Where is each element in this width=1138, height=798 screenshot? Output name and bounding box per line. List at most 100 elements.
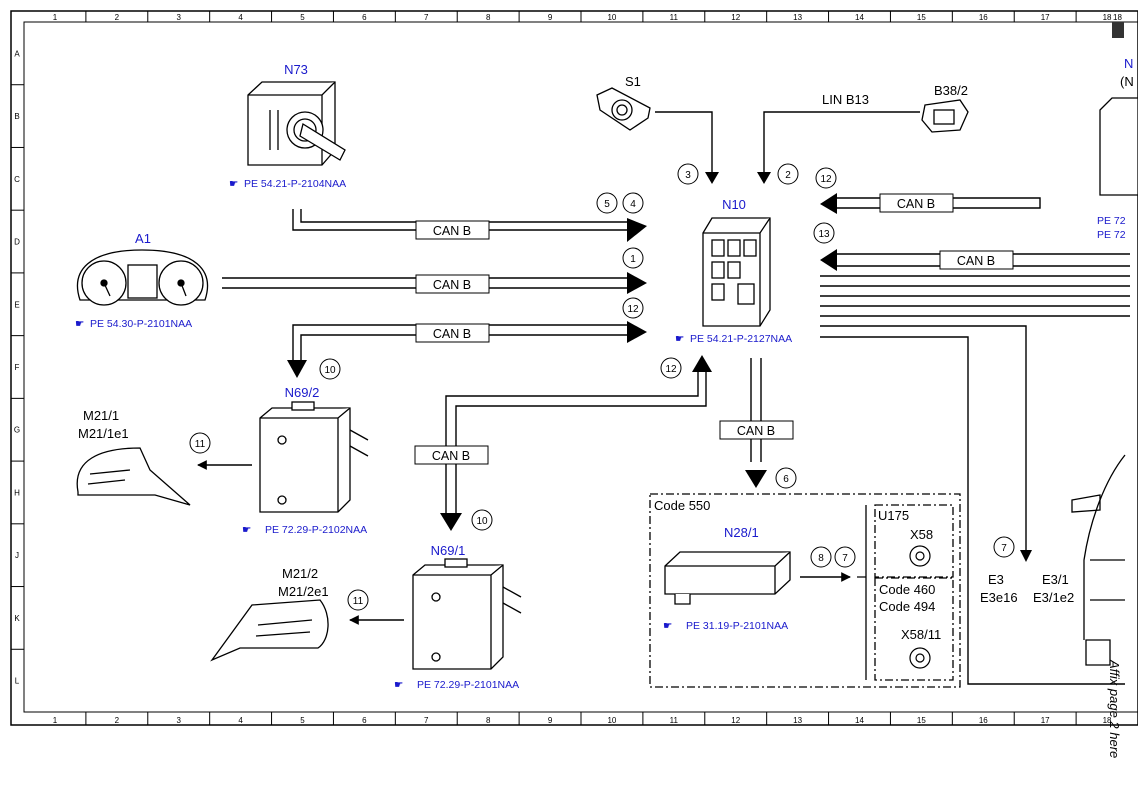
grid-col-label: 10 <box>607 716 616 725</box>
callouts: 3 2 12 5 4 13 1 12 10 12 11 6 10 7 8 7 1… <box>189 163 1015 611</box>
svg-text:5: 5 <box>604 199 610 210</box>
grid-col-label: 3 <box>176 13 181 22</box>
svg-text:8: 8 <box>818 553 824 564</box>
grid-row-label: F <box>15 363 20 372</box>
n10-ref: PE 54.21-P-2127NAA <box>690 333 792 345</box>
callout-11-low: 11 <box>347 589 369 611</box>
callout-7: 7 <box>834 546 856 568</box>
grid-col-label: 7 <box>424 716 429 725</box>
code-494-label: Code 494 <box>879 599 935 614</box>
can-b-labels: CAN B CAN B CAN B CAN B CAN B CAN B CAN … <box>414 92 1014 465</box>
e3-1-line2: E3/1e2 <box>1033 590 1074 605</box>
callout-10-top: 10 <box>319 358 341 380</box>
n69-1-module: N69/1 PE 72.29-P-2101NAA ☛ <box>394 543 522 691</box>
hand-icon-n28-1: ☛ <box>663 620 672 632</box>
x58-11-label: X58/11 <box>901 627 941 642</box>
grid-row-label: G <box>14 426 20 435</box>
grid-col-label: 4 <box>238 716 243 725</box>
grid-row-label: H <box>14 488 20 497</box>
grid-col-label: 11 <box>670 13 679 22</box>
e3-line1: E3 <box>988 572 1004 587</box>
vehicle-front-icon <box>1071 454 1126 666</box>
grid-col-label: 9 <box>548 716 553 725</box>
right-module-label: N <box>1124 56 1133 71</box>
grid-row-label: J <box>15 551 19 560</box>
callout-12-top: 12 <box>815 167 837 189</box>
can-b-label-right-mid: CAN B <box>939 250 1014 270</box>
can-b-label-right-top: CAN B <box>879 193 954 213</box>
callout-7-right: 7 <box>993 536 1015 558</box>
m21-2-line2: M21/2e1 <box>278 584 329 599</box>
x58-label: X58 <box>910 527 933 542</box>
hand-icon-n69-1: ☛ <box>394 679 403 691</box>
grid-col-label: 3 <box>176 716 181 725</box>
grid-col-label: 17 <box>1041 13 1050 22</box>
u175-label: U175 <box>878 508 909 523</box>
n69-2-label: N69/2 <box>285 385 320 400</box>
grid-col-label: 5 <box>300 716 305 725</box>
svg-text:2: 2 <box>785 170 791 181</box>
svg-text:10: 10 <box>324 365 336 376</box>
s1-switch: S1 <box>596 74 651 131</box>
affix-note: Affix page 2 here <box>1107 659 1122 758</box>
grid-col-label: 2 <box>115 13 120 22</box>
hand-icon-n73: ☛ <box>229 178 238 190</box>
callout-1: 1 <box>622 247 644 269</box>
grid-col-label: 17 <box>1041 716 1050 725</box>
lin-b13-label: LIN B13 <box>822 92 869 107</box>
svg-text:CAN B: CAN B <box>433 327 471 341</box>
grid-row-label: C <box>14 175 20 184</box>
grid-col-label: 1 <box>53 13 58 22</box>
svg-text:3: 3 <box>685 170 691 181</box>
m21-1-line2: M21/1e1 <box>78 426 129 441</box>
code-550-group: Code 550 N28/1 PE 31.19-P-2101NAA ☛ U175… <box>649 493 961 688</box>
grid-columns: 1122334455667788991010111112121313141415… <box>53 11 1112 725</box>
svg-text:11: 11 <box>195 439 206 450</box>
svg-text:CAN B: CAN B <box>957 254 995 268</box>
grid-col-label: 5 <box>300 13 305 22</box>
svg-text:CAN B: CAN B <box>897 197 935 211</box>
svg-text:4: 4 <box>630 199 636 210</box>
hand-icon-n69-2: ☛ <box>242 524 251 536</box>
wires <box>197 111 1130 685</box>
x58-connector-icon <box>909 545 931 567</box>
callout-10-low: 10 <box>471 509 493 531</box>
callout-12-mid: 12 <box>622 297 644 319</box>
grid-row-label: E <box>14 300 19 309</box>
x58-11-connector-icon <box>909 647 931 669</box>
svg-text:11: 11 <box>353 596 364 607</box>
grid-col-label: 14 <box>855 716 864 725</box>
grid-row-label: A <box>14 49 20 58</box>
n73-ignition-lock: N73 PE 54.21-P-2104NAA ☛ <box>229 62 346 190</box>
code-460-label: Code 460 <box>879 582 935 597</box>
grid-row-label: D <box>14 238 20 247</box>
svg-text:CAN B: CAN B <box>737 424 775 438</box>
n10-module: N10 PE 54.21-P-2127NAA ☛ <box>675 197 792 345</box>
svg-text:CAN B: CAN B <box>433 224 471 238</box>
svg-text:12: 12 <box>665 364 677 375</box>
hand-icon-n10: ☛ <box>675 333 684 345</box>
n10-label: N10 <box>722 197 746 212</box>
n69-1-label: N69/1 <box>431 543 466 558</box>
callout-4: 4 <box>622 192 644 214</box>
n73-ref: PE 54.21-P-2104NAA <box>244 178 346 190</box>
grid-col-label: 1 <box>53 716 58 725</box>
grid-col-label: 10 <box>607 13 616 22</box>
n73-label: N73 <box>284 62 308 77</box>
grid-col-label: 15 <box>917 716 926 725</box>
code-550-label: Code 550 <box>654 498 710 513</box>
e3-line2: E3e16 <box>980 590 1018 605</box>
grid-row-label: K <box>14 614 20 623</box>
grid-col-label: 11 <box>670 716 679 725</box>
svg-text:13: 13 <box>818 229 830 240</box>
can-b-label-n28: CAN B <box>719 420 794 440</box>
b38-2-label: B38/2 <box>934 83 968 98</box>
a1-ref: PE 54.30-P-2101NAA <box>90 318 192 330</box>
grid-col-label: 8 <box>486 716 491 725</box>
svg-text:10: 10 <box>476 516 488 527</box>
n69-2-module: N69/2 PE 72.29-P-2102NAA ☛ <box>242 385 369 536</box>
grid-row-label: B <box>14 112 19 121</box>
callout-12-low: 12 <box>660 357 682 379</box>
can-b-label-n73: CAN B <box>415 220 490 240</box>
